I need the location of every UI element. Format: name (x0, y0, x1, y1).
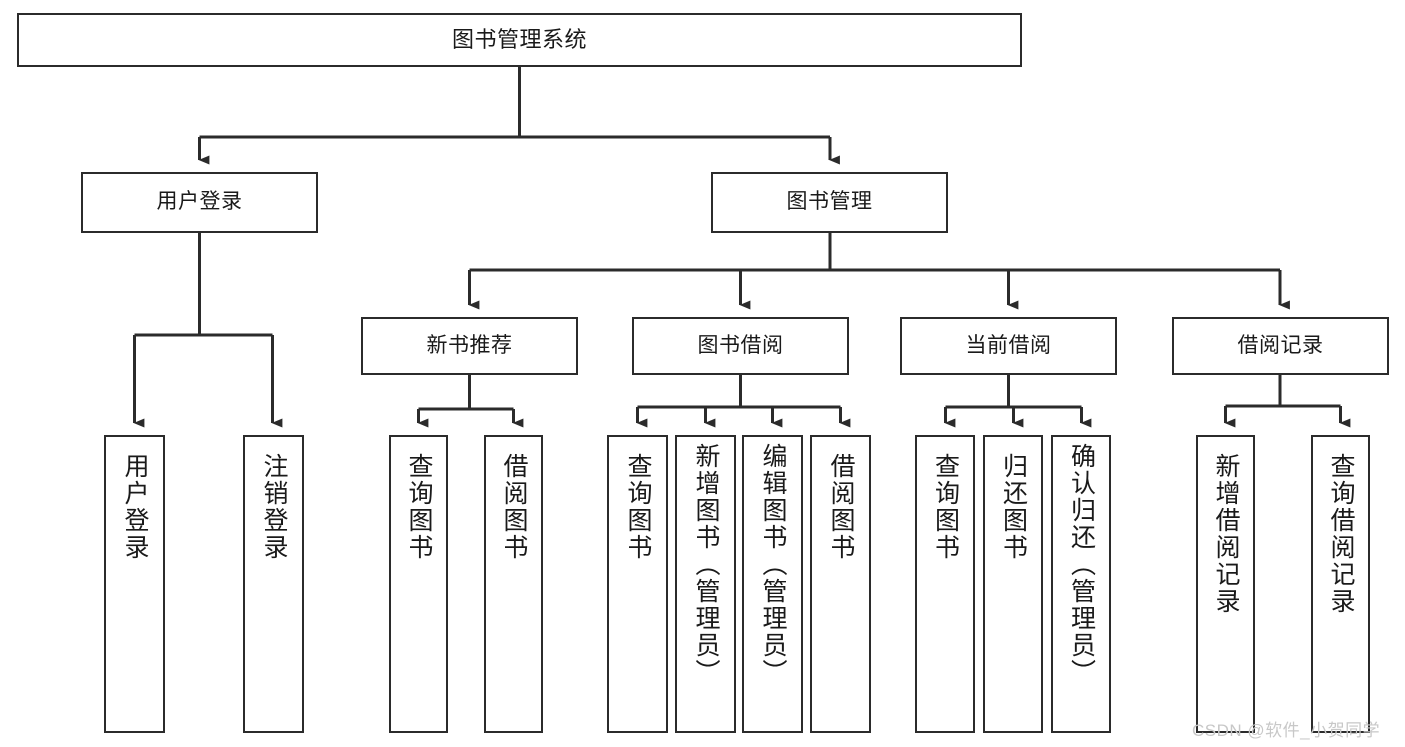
leaf-logout-login-label: 注销登录 (260, 453, 288, 561)
leaf-borrow-book-2[interactable]: 借阅图书 (810, 435, 871, 733)
leaf-confirm-return-admin[interactable]: 确认归还（管理员） (1051, 435, 1111, 733)
leaf-user-login[interactable]: 用户登录 (104, 435, 165, 733)
node-book-manage[interactable]: 图书管理 (711, 172, 948, 233)
leaf-edit-book-admin[interactable]: 编辑图书（管理员） (742, 435, 803, 733)
leaf-return-book-label: 归还图书 (999, 453, 1028, 561)
leaf-query-book-2-label: 查询图书 (624, 453, 652, 561)
leaf-add-borrow-record-label: 新增借阅记录 (1212, 453, 1240, 615)
node-new-book-recommend-label: 新书推荐 (426, 333, 513, 357)
leaf-query-book-1[interactable]: 查询图书 (389, 435, 448, 733)
leaf-edit-book-admin-label: 编辑图书（管理员） (759, 443, 787, 686)
leaf-add-borrow-record[interactable]: 新增借阅记录 (1196, 435, 1255, 733)
node-root[interactable]: 图书管理系统 (17, 13, 1022, 67)
csdn-watermark: CSDN @软件_小贺同学 (1192, 721, 1381, 740)
leaf-return-book[interactable]: 归还图书 (983, 435, 1043, 733)
leaf-user-login-label: 用户登录 (121, 453, 149, 561)
node-book-borrow[interactable]: 图书借阅 (632, 317, 849, 375)
leaf-query-book-1-label: 查询图书 (405, 453, 433, 561)
leaf-query-book-2[interactable]: 查询图书 (607, 435, 668, 733)
node-new-book-recommend[interactable]: 新书推荐 (361, 317, 578, 375)
leaf-borrow-book-2-label: 借阅图书 (827, 453, 855, 561)
leaf-query-book-3-label: 查询图书 (931, 453, 960, 561)
leaf-borrow-book-1[interactable]: 借阅图书 (484, 435, 543, 733)
node-root-label: 图书管理系统 (451, 27, 587, 53)
leaf-query-borrow-record-label: 查询借阅记录 (1327, 453, 1355, 615)
leaf-logout-login[interactable]: 注销登录 (243, 435, 304, 733)
node-user-login[interactable]: 用户登录 (81, 172, 318, 233)
node-book-borrow-label: 图书借阅 (697, 333, 784, 357)
node-user-login-label: 用户登录 (156, 190, 243, 214)
leaf-query-borrow-record[interactable]: 查询借阅记录 (1311, 435, 1370, 733)
node-borrow-record-label: 借阅记录 (1237, 333, 1324, 357)
node-borrow-record[interactable]: 借阅记录 (1172, 317, 1389, 375)
node-current-borrow[interactable]: 当前借阅 (900, 317, 1117, 375)
node-book-manage-label: 图书管理 (786, 190, 873, 214)
leaf-confirm-return-admin-label: 确认归还（管理员） (1067, 443, 1096, 686)
node-current-borrow-label: 当前借阅 (965, 333, 1052, 357)
leaf-borrow-book-1-label: 借阅图书 (500, 453, 528, 561)
leaf-query-book-3[interactable]: 查询图书 (915, 435, 975, 733)
leaf-add-book-admin[interactable]: 新增图书（管理员） (675, 435, 736, 733)
leaf-add-book-admin-label: 新增图书（管理员） (692, 443, 720, 686)
